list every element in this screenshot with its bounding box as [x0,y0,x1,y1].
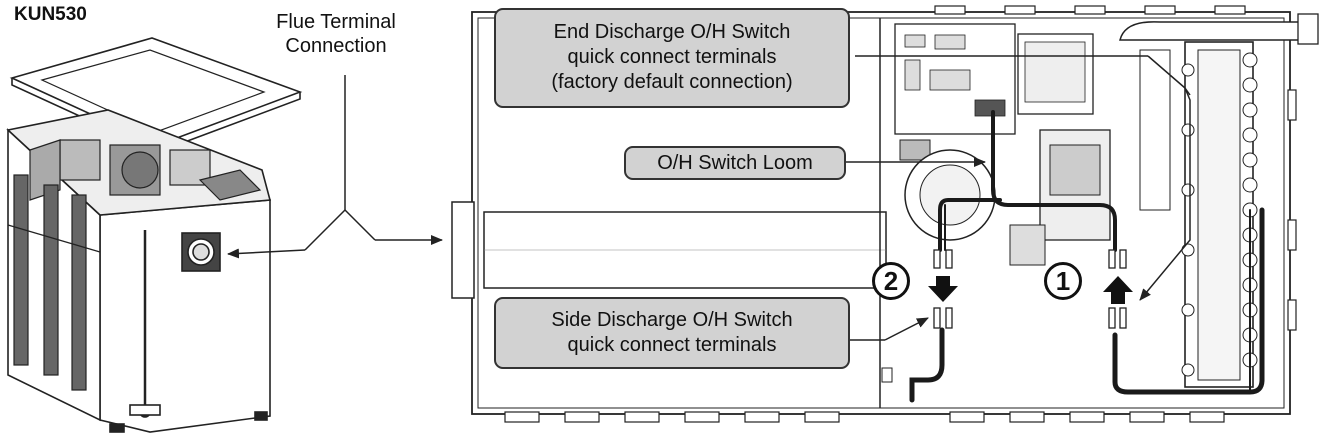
connection-arrows [928,276,1133,304]
switch-loom-cables [909,110,1265,403]
side-discharge-line-1: Side Discharge O/H Switch [551,309,793,331]
loom-label: O/H Switch Loom [657,152,813,174]
boiler-side-panels [7,174,101,391]
side-discharge-cable [909,327,945,403]
step-badge-2: 2 [872,262,910,300]
end-discharge-line-3: (factory default connection) [551,71,793,93]
callout-leader-lines [845,55,1191,341]
end-discharge-line-1: End Discharge O/H Switch [553,21,791,43]
arrow-up-end [1103,276,1133,304]
flue-terminal-label: Flue Terminal Connection [246,10,426,58]
loom-main-cable [991,110,1117,252]
flue-label-line-1: Flue Terminal [276,11,396,33]
step-badge-1: 1 [1044,262,1082,300]
flue-leader-lines [227,75,443,259]
end-discharge-callout: End Discharge O/H Switch quick connect t… [494,8,850,108]
end-discharge-line-2: quick connect terminals [567,46,777,68]
plan-top-pipe [1119,21,1316,41]
spade-terminals [933,249,1127,329]
loom-callout: O/H Switch Loom [624,146,846,180]
arrow-down-side [928,276,958,302]
boiler-illustration [6,37,303,433]
model-label: KUN530 [14,4,87,25]
side-discharge-callout: Side Discharge O/H Switch quick connect … [494,297,850,369]
end-discharge-cable [1112,207,1265,395]
flue-label-line-2: Connection [285,35,387,57]
side-discharge-line-2: quick connect terminals [567,334,777,356]
plan-flue-stub [451,201,475,299]
